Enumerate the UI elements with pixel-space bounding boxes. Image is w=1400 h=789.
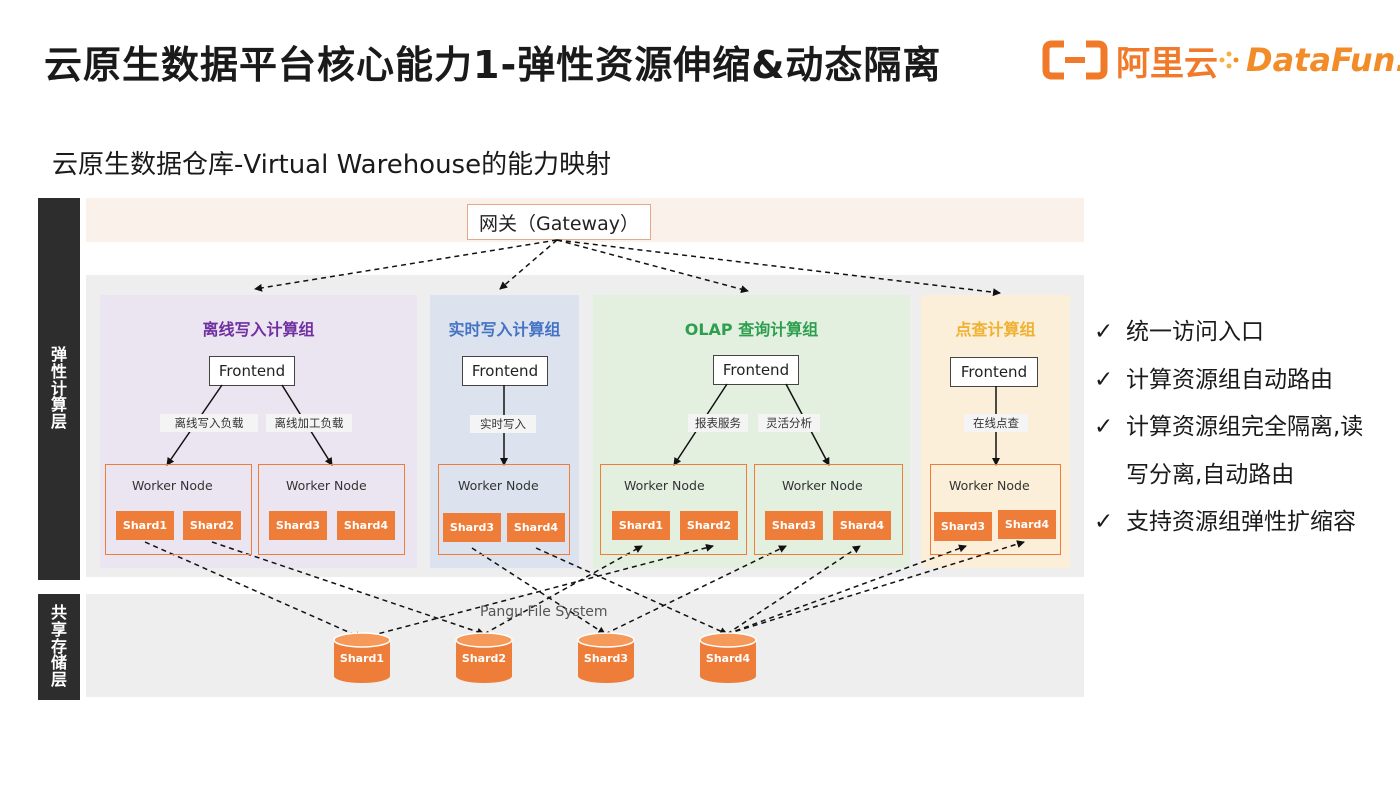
feature-text: 写分离,自动路由 bbox=[1126, 462, 1295, 488]
aliyun-logo-icon bbox=[1042, 40, 1108, 80]
pangu-label: Pangu File System bbox=[480, 604, 608, 620]
worker-node bbox=[258, 464, 405, 555]
storage-layer-char: 共 bbox=[50, 603, 67, 622]
load-label: 灵活分析 bbox=[758, 414, 820, 432]
page-title: 云原生数据平台核心能力1-弹性资源伸缩&动态隔离 bbox=[44, 43, 942, 87]
frontend-box: Frontend bbox=[950, 357, 1038, 387]
check-icon: ✓ bbox=[1094, 509, 1114, 535]
storage-shard-label: Shard2 bbox=[461, 652, 507, 665]
storage-shard-cylinder: Shard2 bbox=[455, 632, 513, 684]
feature-item: ✓ 支持资源组弹性扩缩容 bbox=[1094, 502, 1356, 536]
check-icon: ✓ bbox=[1094, 319, 1114, 345]
storage-shard-label: Shard1 bbox=[339, 652, 385, 665]
worker-node bbox=[754, 464, 903, 555]
feature-text: 支持资源组弹性扩缩容 bbox=[1126, 509, 1356, 535]
storage-layer-char: 层 bbox=[50, 670, 67, 690]
storage-shard-cylinder: Shard1 bbox=[333, 632, 391, 684]
worker-shard: Shard4 bbox=[507, 513, 565, 542]
feature-text: 计算资源组自动路由 bbox=[1126, 367, 1333, 393]
worker-node bbox=[438, 464, 570, 555]
frontend-box: Frontend bbox=[209, 356, 295, 386]
feature-item: ✓ 统一访问入口 bbox=[1094, 312, 1264, 346]
gateway-arrows bbox=[254, 239, 1001, 297]
feature-text: 统一访问入口 bbox=[1126, 319, 1264, 345]
worker-shard: Shard2 bbox=[680, 511, 738, 540]
compute-layer-char: 性 bbox=[50, 361, 67, 381]
worker-shard: Shard3 bbox=[269, 511, 327, 540]
check-icon: ✓ bbox=[1094, 367, 1114, 393]
worker-node bbox=[930, 464, 1061, 555]
load-label: 离线写入负载 bbox=[160, 414, 258, 432]
datafun-dots-icon bbox=[1219, 51, 1239, 69]
storage-arrows bbox=[144, 540, 1025, 639]
check-icon: ✓ bbox=[1094, 414, 1114, 440]
load-label: 在线点查 bbox=[964, 414, 1028, 432]
frontend-box: Frontend bbox=[713, 355, 799, 385]
feature-text: 计算资源组完全隔离,读 bbox=[1126, 414, 1364, 440]
feature-item: ✓ 计算资源组完全隔离,读 bbox=[1094, 407, 1363, 441]
group-title: OLAP 查询计算组 bbox=[684, 320, 819, 339]
storage-layer-char: 存 bbox=[50, 636, 67, 656]
worker-shard: Shard4 bbox=[337, 511, 395, 540]
feature-item: 写分离,自动路由 bbox=[1094, 455, 1294, 489]
worker-shard: Shard3 bbox=[765, 511, 823, 540]
worker-node-label: Worker Node bbox=[949, 478, 1030, 493]
worker-shard: Shard3 bbox=[934, 512, 992, 541]
compute-layer-label: 弹 性 计 算 层 bbox=[38, 198, 80, 580]
worker-shard: Shard1 bbox=[612, 511, 670, 540]
storage-layer-label: 共 享 存 储 层 bbox=[38, 594, 80, 700]
feature-item: ✓ 计算资源组自动路由 bbox=[1094, 360, 1333, 394]
storage-shard-cylinder: Shard4 bbox=[699, 632, 757, 684]
logo: 阿里云 DataFun. bbox=[1042, 38, 1400, 84]
group-title: 点查计算组 bbox=[955, 320, 1036, 339]
load-label: 离线加工负载 bbox=[266, 414, 352, 432]
storage-layer-char: 享 bbox=[50, 619, 67, 639]
logo-aliyun-text: 阿里云 bbox=[1116, 43, 1218, 84]
worker-node bbox=[105, 464, 252, 555]
storage-layer-char: 储 bbox=[50, 653, 67, 673]
worker-node-label: Worker Node bbox=[782, 478, 863, 493]
worker-shard: Shard3 bbox=[443, 513, 501, 542]
compute-layer-char: 算 bbox=[50, 395, 67, 415]
worker-shard: Shard4 bbox=[833, 511, 891, 540]
worker-node bbox=[600, 464, 747, 555]
worker-node-label: Worker Node bbox=[286, 478, 367, 493]
group-title: 离线写入计算组 bbox=[202, 320, 315, 339]
compute-layer-char: 弹 bbox=[50, 345, 67, 364]
group-title: 实时写入计算组 bbox=[448, 320, 561, 339]
frontend-box: Frontend bbox=[462, 356, 548, 386]
worker-node-label: Worker Node bbox=[458, 478, 539, 493]
compute-layer-char: 计 bbox=[50, 378, 67, 398]
load-label: 实时写入 bbox=[470, 415, 536, 433]
worker-node-label: Worker Node bbox=[624, 478, 705, 493]
storage-shard-label: Shard3 bbox=[583, 652, 629, 665]
worker-shard: Shard2 bbox=[183, 511, 241, 540]
worker-node-label: Worker Node bbox=[132, 478, 213, 493]
worker-shard: Shard4 bbox=[998, 510, 1056, 539]
load-label: 报表服务 bbox=[688, 414, 748, 432]
logo-datafun-text: DataFun. bbox=[1246, 41, 1400, 79]
worker-shard: Shard1 bbox=[116, 511, 174, 540]
storage-shard-cylinder: Shard3 bbox=[577, 632, 635, 684]
storage-shard-label: Shard4 bbox=[705, 652, 751, 665]
compute-layer-char: 层 bbox=[50, 412, 67, 432]
section-subtitle: 云原生数据仓库-Virtual Warehouse的能力映射 bbox=[52, 150, 612, 180]
